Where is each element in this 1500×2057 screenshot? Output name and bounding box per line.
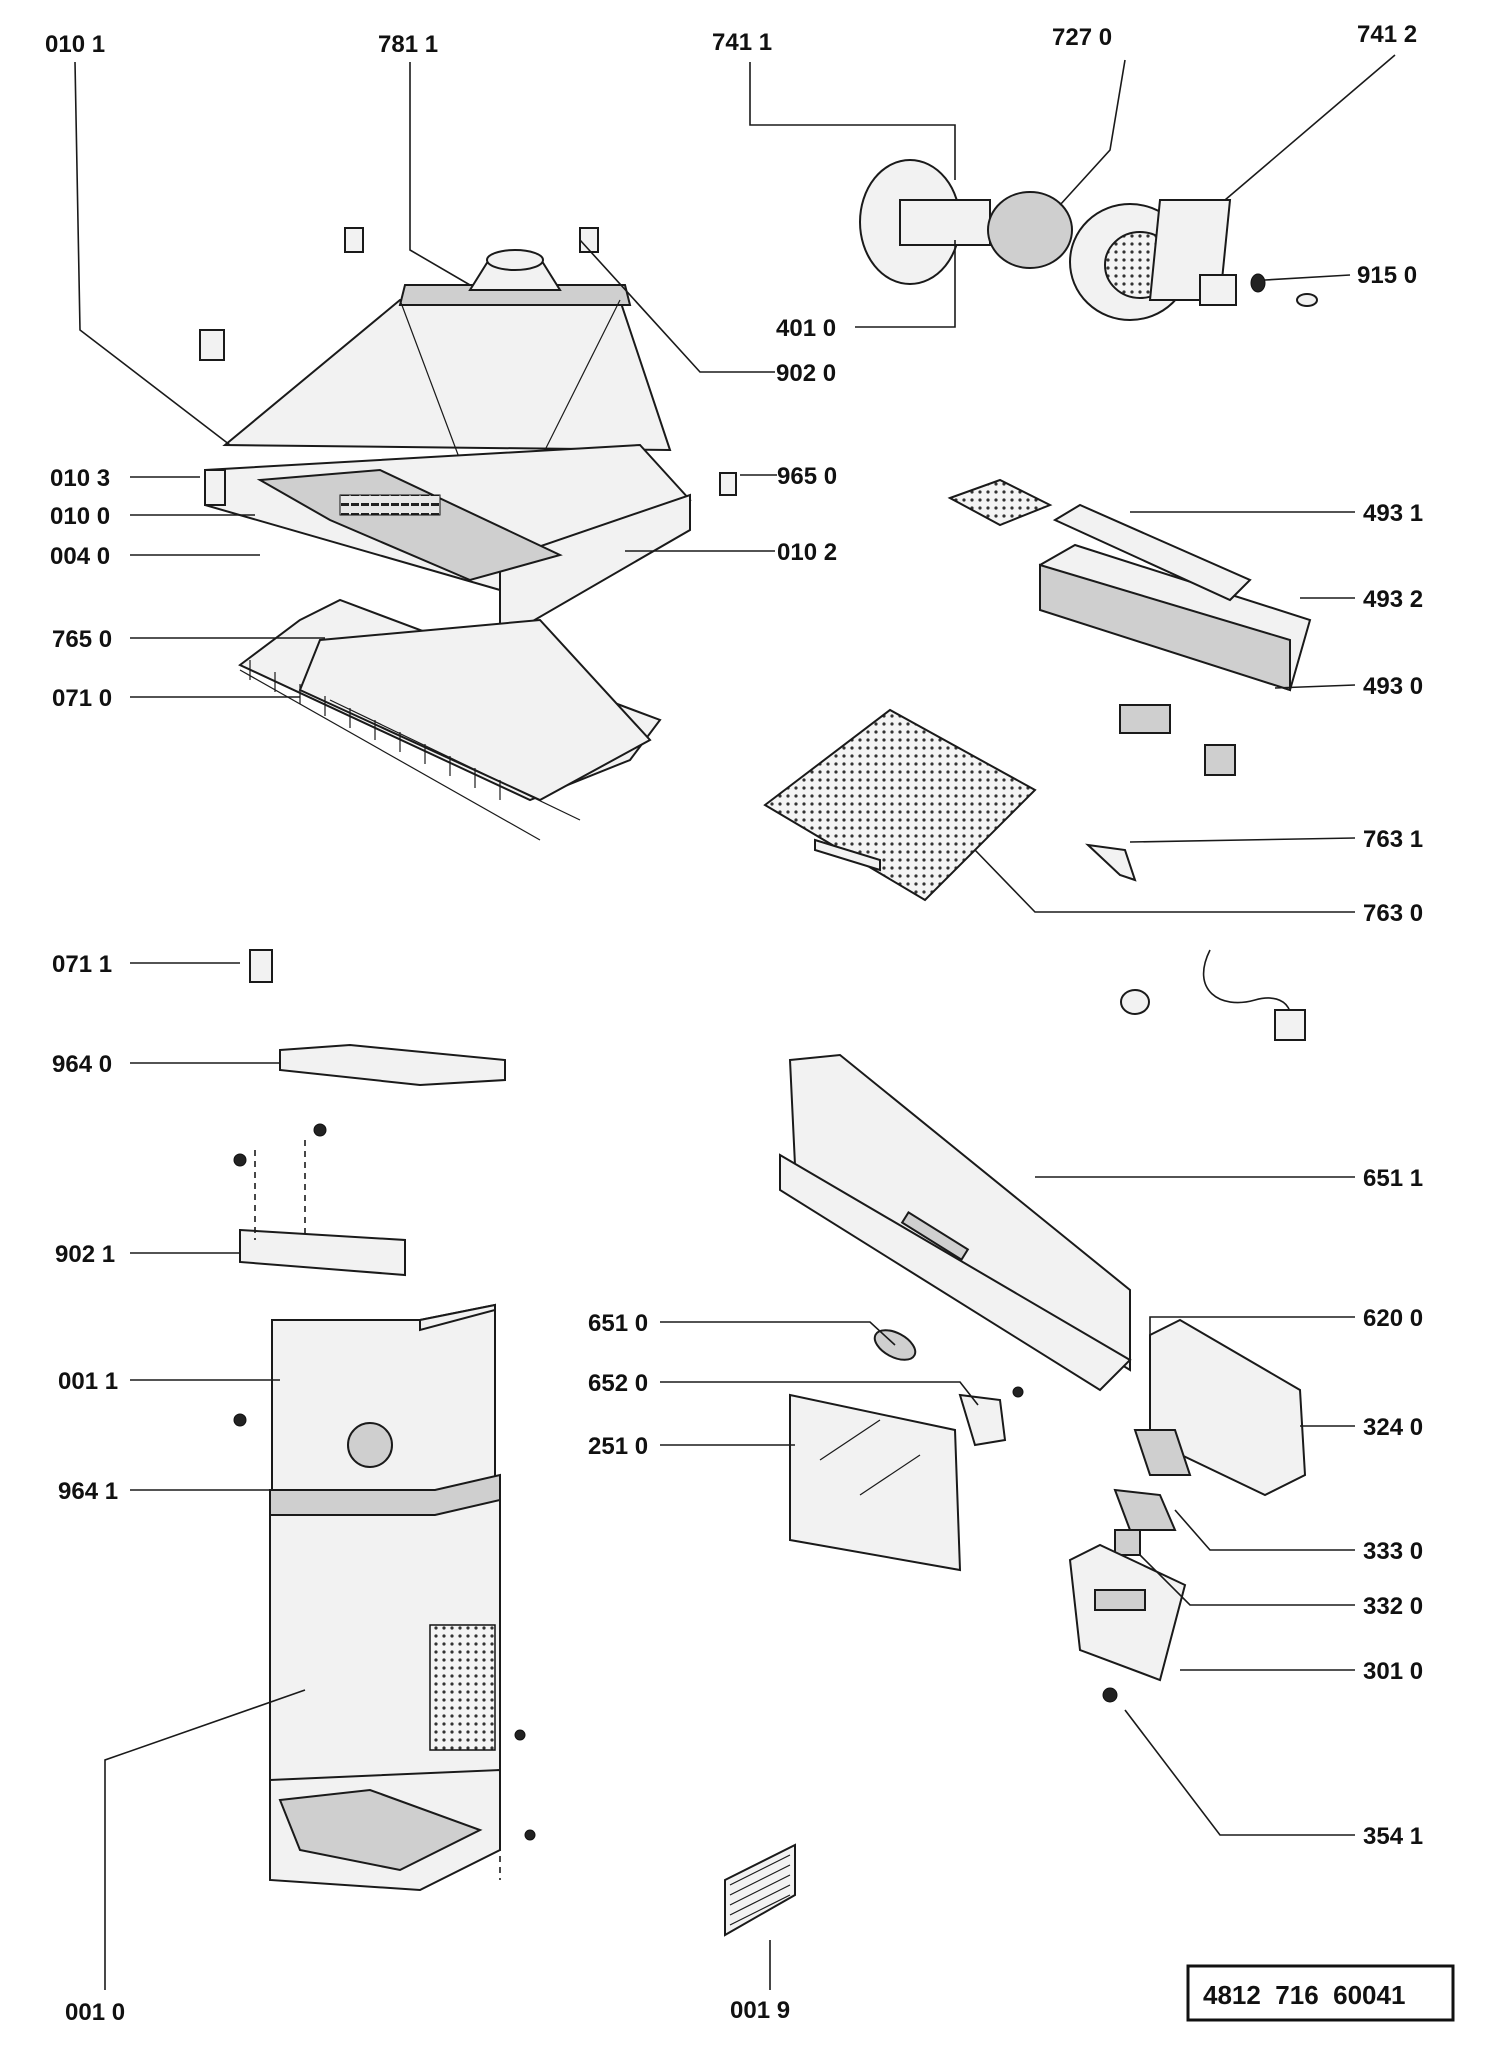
label-0101: 010 1 (45, 31, 105, 58)
label-4010: 401 0 (776, 315, 836, 342)
bracket-964-0 (279, 1043, 506, 1087)
label-9650: 965 0 (777, 463, 837, 490)
label-0710: 071 0 (52, 685, 112, 712)
label-7630: 763 0 (1363, 900, 1423, 927)
label-0100: 010 0 (50, 503, 110, 530)
chimney-duct (233, 1303, 536, 1892)
label-7811: 781 1 (378, 31, 438, 58)
label-2510: 251 0 (588, 1433, 648, 1460)
label-4931: 493 1 (1363, 500, 1423, 527)
label-9641: 964 1 (58, 1478, 118, 1505)
document-number-box: 4812 716 60041 (1186, 1964, 1455, 2022)
label-9021: 902 1 (55, 1241, 115, 1268)
label-9020: 902 0 (776, 360, 836, 387)
label-6520: 652 0 (588, 1370, 648, 1397)
document-number: 4812 716 60041 (1203, 1980, 1405, 2010)
part-number-labels: 010 1 781 1 741 1 727 0 741 2 915 0 401 … (45, 21, 1423, 2026)
small-electrical-parts (789, 1329, 1007, 1572)
label-0011: 001 1 (58, 1368, 118, 1395)
label-3010: 301 0 (1363, 1658, 1423, 1685)
label-6510: 651 0 (588, 1310, 648, 1337)
label-4930: 493 0 (1363, 673, 1423, 700)
control-box (947, 478, 1312, 776)
blower-assembly (859, 159, 1318, 321)
label-9150: 915 0 (1357, 262, 1417, 289)
leader-lines (74, 54, 1396, 1990)
label-0102: 010 2 (777, 539, 837, 566)
label-3320: 332 0 (1363, 1593, 1423, 1620)
label-3541: 354 1 (1363, 1823, 1423, 1850)
label-6511: 651 1 (1363, 1165, 1423, 1192)
label-0103: 010 3 (50, 465, 110, 492)
label-7650: 765 0 (52, 626, 112, 653)
label-7270: 727 0 (1052, 24, 1112, 51)
label-0019: 001 9 (730, 1997, 790, 2024)
label-3240: 324 0 (1363, 1414, 1423, 1441)
label-0040: 004 0 (50, 543, 110, 570)
label-6200: 620 0 (1363, 1305, 1423, 1332)
label-7631: 763 1 (1363, 826, 1423, 853)
switch-housing (1068, 1318, 1307, 1703)
label-4932: 493 2 (1363, 586, 1423, 613)
vent-grille (724, 1843, 796, 1937)
label-3330: 333 0 (1363, 1538, 1423, 1565)
label-0010: 001 0 (65, 1999, 125, 2026)
front-panel (779, 1053, 1132, 1398)
grease-filter-grid (238, 598, 662, 841)
bracket-902-1 (233, 1123, 406, 1277)
label-9640: 964 0 (52, 1051, 112, 1078)
label-7411: 741 1 (712, 29, 772, 56)
label-0711: 071 1 (52, 951, 112, 978)
power-cable (1120, 949, 1306, 1041)
label-7412: 741 2 (1357, 21, 1417, 48)
charcoal-filter (763, 708, 1137, 902)
hood-frame (204, 443, 692, 642)
